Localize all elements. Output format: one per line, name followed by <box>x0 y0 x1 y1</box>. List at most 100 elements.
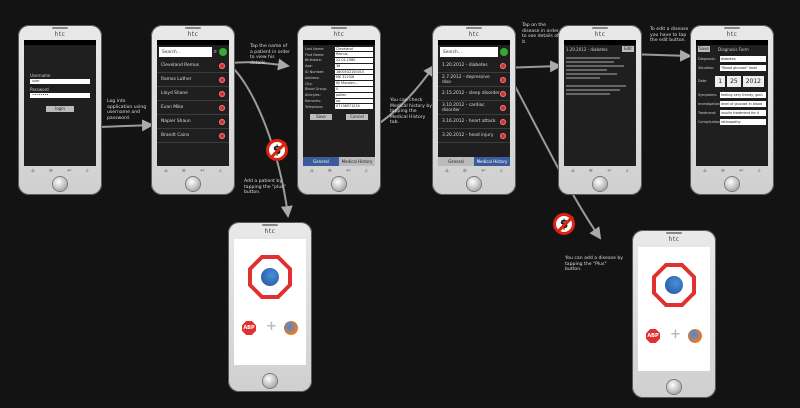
home-key-icon[interactable]: ⌂ <box>445 167 449 174</box>
detail-field-value[interactable]: no <box>335 98 373 104</box>
patient-row[interactable]: Cleveland Remus <box>157 59 229 73</box>
password-input[interactable]: •••••••• <box>30 93 90 98</box>
edit-button[interactable]: Edit <box>622 46 634 52</box>
home-key-icon[interactable]: ⌂ <box>164 167 168 174</box>
tab-medical-history[interactable]: Medical History <box>339 157 375 166</box>
search-key-icon[interactable]: ⌕ <box>364 167 368 174</box>
remove-icon[interactable] <box>500 90 506 97</box>
menu-key-icon[interactable]: ≡ <box>48 167 53 174</box>
note-tap-disease: Tap on the disease in order to see detai… <box>522 23 559 45</box>
detail-field-value[interactable]: Ifji Munaim... <box>335 81 373 87</box>
detail-field-label: Birthdate: <box>305 58 322 63</box>
add-disease-plus-icon[interactable] <box>500 48 508 56</box>
menu-key-icon[interactable]: ≡ <box>327 167 332 174</box>
trackball[interactable] <box>186 177 200 191</box>
back-key-icon[interactable]: ↩ <box>67 167 72 174</box>
tab-general[interactable]: General <box>438 157 474 166</box>
remove-icon[interactable] <box>500 132 506 139</box>
tab-medical-history[interactable]: Medical History <box>474 157 510 166</box>
date-picker-month[interactable]: 1 <box>715 75 726 87</box>
history-row[interactable]: 3.20.2012 - head injury <box>438 129 510 143</box>
detail-field-value[interactable]: MK 3125/6 <box>335 75 373 81</box>
trackball[interactable] <box>667 380 681 394</box>
detail-field-value[interactable]: 38 <box>335 63 373 69</box>
back-key-icon[interactable]: ↩ <box>200 167 205 174</box>
patient-row[interactable]: Evan Mike <box>157 101 229 115</box>
edit-field-input[interactable]: feeling very thirsty, goin <box>720 91 766 98</box>
patient-row[interactable]: Napier Shaun <box>157 115 229 129</box>
home-key-icon[interactable]: ⌂ <box>571 167 575 174</box>
remove-icon[interactable] <box>219 118 225 125</box>
home-key-icon[interactable]: ⌂ <box>310 167 314 174</box>
trackball[interactable] <box>332 177 346 191</box>
login-button[interactable]: login <box>46 106 74 112</box>
phone-patient-list: htc Search... ⌕ Cleveland Remus Ramos Lu… <box>151 25 235 195</box>
edit-field-input[interactable]: retinopathy <box>720 118 766 125</box>
detail-field-value[interactable]: 07138971234 <box>335 104 373 110</box>
save-button[interactable]: Save <box>698 46 710 52</box>
home-key-icon[interactable]: ⌂ <box>31 167 35 174</box>
search-icon[interactable]: ⌕ <box>213 48 217 55</box>
remove-icon[interactable] <box>500 76 506 83</box>
detail-field-value[interactable]: Remus <box>335 52 373 58</box>
history-row[interactable]: 3.16.2012 - heart attack <box>438 115 510 129</box>
remove-icon[interactable] <box>219 90 225 97</box>
search-key-icon[interactable]: ⌕ <box>625 167 629 174</box>
back-key-icon[interactable]: ↩ <box>481 167 486 174</box>
menu-key-icon[interactable]: ≡ <box>720 167 725 174</box>
trackball[interactable] <box>263 374 277 388</box>
menu-key-icon[interactable]: ≡ <box>462 167 467 174</box>
remove-icon[interactable] <box>219 104 225 111</box>
trackball[interactable] <box>725 177 739 191</box>
add-patient-plus-icon[interactable] <box>219 48 227 56</box>
menu-key-icon[interactable]: ≡ <box>181 167 186 174</box>
back-key-icon[interactable]: ↩ <box>739 167 744 174</box>
search-key-icon[interactable]: ⌕ <box>85 167 89 174</box>
history-row[interactable]: 2.7.2012 - depressive diso <box>438 73 510 87</box>
username-input[interactable]: user <box>30 79 90 84</box>
remove-icon[interactable] <box>219 76 225 83</box>
tab-general[interactable]: General <box>303 157 339 166</box>
search-input[interactable]: Search... <box>440 47 498 57</box>
trackball[interactable] <box>593 177 607 191</box>
edit-field-input[interactable]: diabetes <box>720 55 766 62</box>
trackball[interactable] <box>53 177 67 191</box>
phone-earpiece <box>185 27 201 29</box>
no-dollar-icon: $ <box>553 213 575 235</box>
patient-row[interactable]: Ramos Luther <box>157 73 229 87</box>
detail-field-value[interactable]: 22.01.1980 <box>335 58 373 63</box>
date-picker-year[interactable]: 2012 <box>742 75 764 87</box>
edit-field-input[interactable]: insulin treatment for ri <box>720 109 766 116</box>
remove-icon[interactable] <box>219 132 225 139</box>
patient-row[interactable]: Lloyd Shane <box>157 87 229 101</box>
history-row[interactable]: 1.20.2012 - diabetes <box>438 59 510 73</box>
search-key-icon[interactable]: ⌕ <box>757 167 761 174</box>
back-key-icon[interactable]: ↩ <box>346 167 351 174</box>
search-key-icon[interactable]: ⌕ <box>218 167 222 174</box>
cancel-button[interactable]: Cancel <box>346 113 368 120</box>
detail-field-value[interactable]: 0 <box>335 87 373 92</box>
detail-field-value[interactable]: Cleveland <box>335 46 373 52</box>
remove-icon[interactable] <box>500 104 506 111</box>
edit-field-input[interactable]: level of glucose in blood <box>720 100 766 107</box>
remove-icon[interactable] <box>219 62 225 69</box>
patient-row[interactable]: Brandt Cains <box>157 129 229 143</box>
patient-name: Napier Shaun <box>161 119 191 124</box>
edit-field-input[interactable]: "Blood glucose" level <box>720 64 766 71</box>
status-bar <box>157 40 229 45</box>
save-button[interactable]: Save <box>310 113 332 120</box>
search-key-icon[interactable]: ⌕ <box>499 167 503 174</box>
search-input[interactable]: Search... <box>159 47 212 57</box>
remove-icon[interactable] <box>500 62 506 69</box>
history-row[interactable]: 3.10.2012 - cardiac disorder <box>438 101 510 115</box>
remove-icon[interactable] <box>500 118 506 125</box>
trackball[interactable] <box>467 177 481 191</box>
date-picker-day[interactable]: 25 <box>727 75 741 87</box>
detail-field-value[interactable]: pollen <box>335 92 373 98</box>
menu-key-icon[interactable]: ≡ <box>588 167 593 174</box>
history-row[interactable]: 2.15.2012 - sleep disorder <box>438 87 510 101</box>
back-key-icon[interactable]: ↩ <box>607 167 612 174</box>
disease-detail-screen: 1.20.2012 - diabetes Edit <box>564 40 636 166</box>
detail-field-value[interactable]: 1800532150015 <box>335 69 373 75</box>
home-key-icon[interactable]: ⌂ <box>703 167 707 174</box>
